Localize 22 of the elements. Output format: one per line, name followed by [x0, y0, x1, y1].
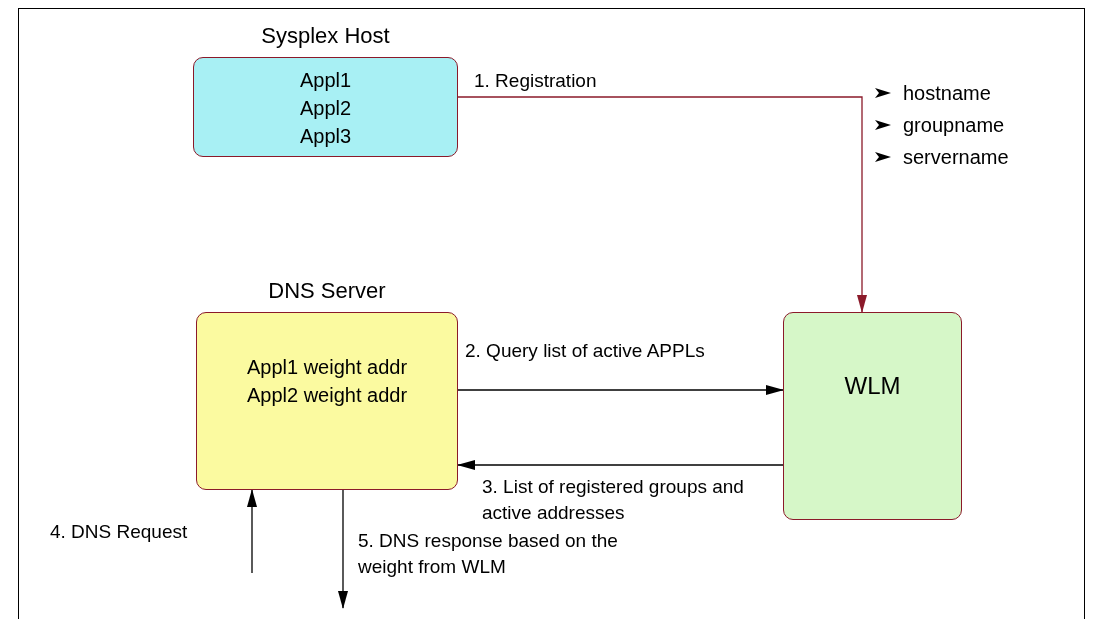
box-heading: Sysplex Host: [260, 22, 391, 50]
edge-label: 5. DNS response based on the weight from WLM: [358, 529, 618, 579]
box-text: Appl1 weight addr: [246, 355, 408, 380]
arrow: [247, 489, 257, 574]
edge-label: 3. List of registered groups and active addresses: [482, 475, 745, 525]
box-text: WLM: [844, 371, 901, 401]
edge-label: 4. DNS Request: [50, 520, 189, 544]
list-item: groupname: [903, 113, 1005, 138]
arrow: [457, 385, 784, 395]
edge-label: 1. Registration: [474, 69, 598, 93]
list-item: servername: [903, 145, 1009, 170]
process-box: [783, 312, 962, 520]
list-item: hostname: [903, 81, 991, 106]
box-text: Appl1: [299, 68, 352, 93]
arrow: [457, 96, 867, 313]
arrow: [338, 489, 348, 609]
edge-label: 2. Query list of active APPLs: [465, 339, 706, 363]
box-text: Appl2: [299, 96, 352, 121]
arrow: [457, 460, 784, 470]
box-heading: DNS Server: [267, 277, 387, 305]
box-text: Appl2 weight addr: [246, 383, 408, 408]
box-text: Appl3: [299, 124, 352, 149]
